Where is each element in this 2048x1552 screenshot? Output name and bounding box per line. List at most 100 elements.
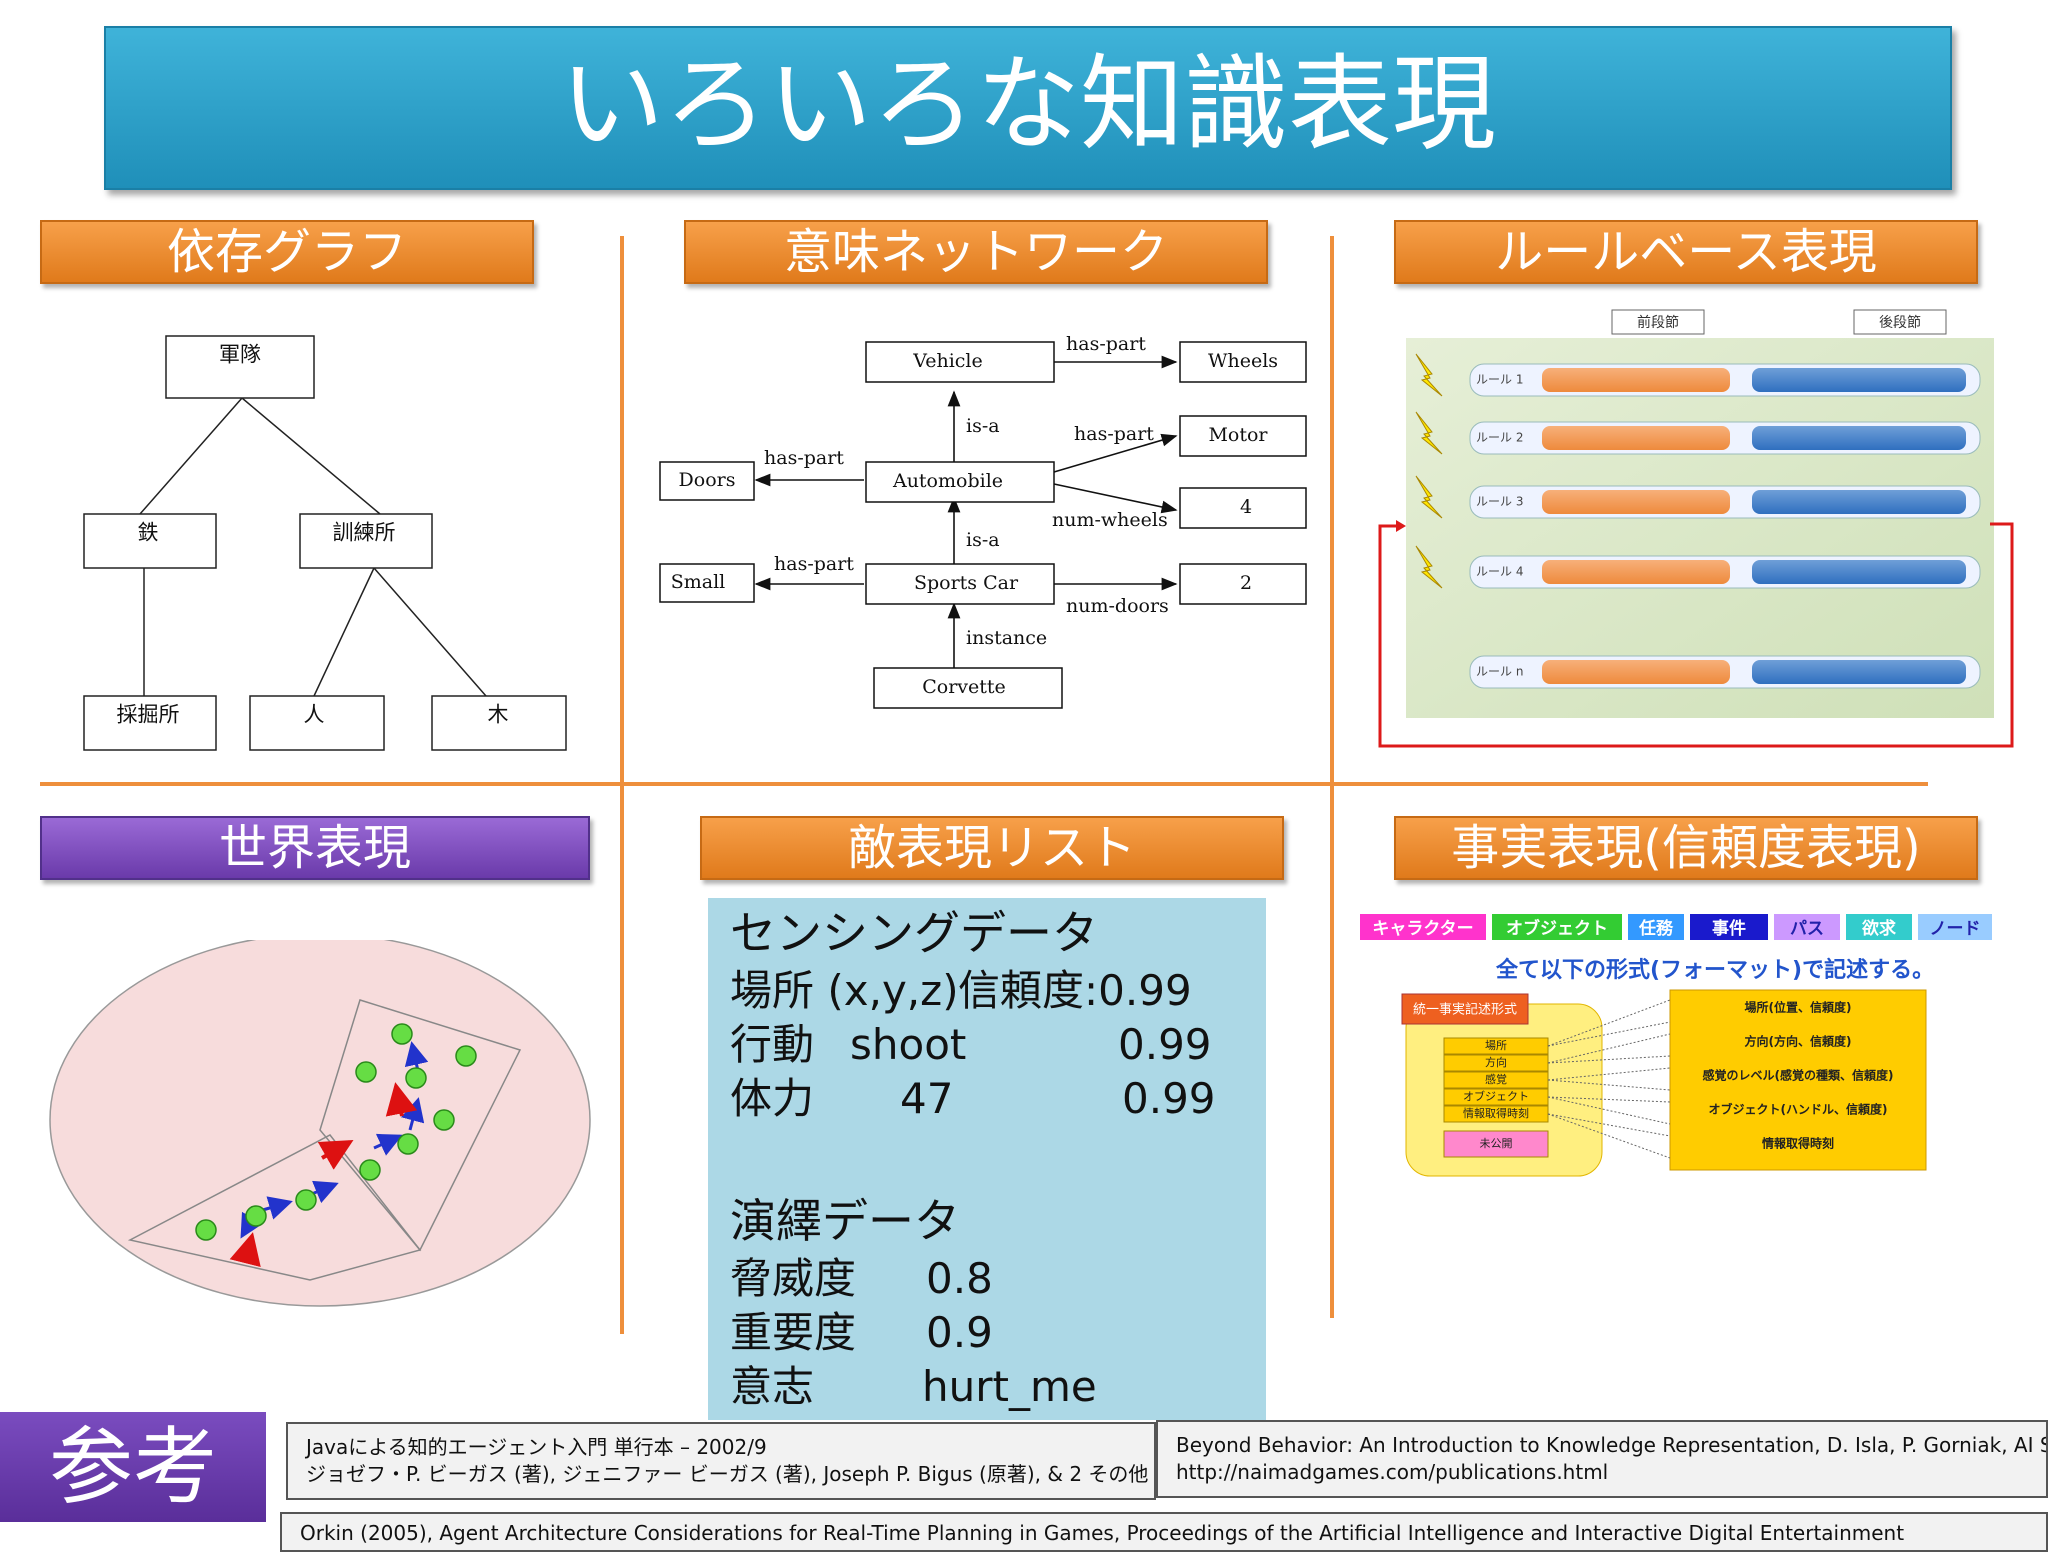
label-root: 軍隊	[219, 343, 261, 367]
fact-tab: 任務	[1626, 912, 1686, 942]
label-two: 2	[1240, 572, 1252, 594]
node-doors	[659, 461, 755, 501]
loop-arrow	[1378, 522, 2014, 748]
row-location-label: 場所 (x,y,z)	[730, 966, 959, 1015]
reference-1-line1: Javaによる知的エージェント入門 単行本 – 2002/9	[306, 1435, 767, 1459]
edge-has-part-3: has-part	[764, 447, 844, 469]
header-consequent	[1853, 309, 1947, 335]
format-detail: 情報取得時刻	[1762, 1136, 1834, 1151]
format-title-box	[1401, 993, 1529, 1025]
edge-num-doors: num-doors	[1066, 595, 1169, 617]
format-detail: オブジェクト(ハンドル、信頼度)	[1709, 1102, 1888, 1117]
format-field-label: オブジェクト	[1463, 1089, 1529, 1103]
row-action-value: shoot	[850, 1020, 967, 1069]
fact-tab: オブジェクト	[1490, 912, 1624, 942]
rule-consequent	[1752, 660, 1966, 684]
format-detail: 場所(位置、信頼度)	[1745, 1000, 1852, 1015]
rule-consequent	[1752, 490, 1966, 514]
page-title: いろいろな知識表現	[559, 43, 1496, 165]
fact-diagram: キャラクターオブジェクト任務事件パス欲求ノード 全て以下の形式(フォーマット)で…	[1358, 906, 2048, 1206]
rule-antecedent	[1542, 490, 1730, 514]
label-small: Small	[671, 571, 726, 593]
node-automobile	[865, 461, 1055, 503]
node-mid-left	[83, 513, 217, 569]
world-diagram	[49, 940, 591, 1307]
rule-consequent	[1752, 560, 1966, 584]
rule-antecedent	[1542, 660, 1730, 684]
row-action-label: 行動	[730, 1020, 815, 1069]
rule-label: ルール 1	[1476, 373, 1523, 387]
section-semantic-network: 意味ネットワーク	[684, 220, 1268, 284]
header-antecedent-label: 前段節	[1637, 314, 1679, 331]
fact-tab: パス	[1772, 912, 1842, 942]
reference-label: 参考	[0, 1412, 266, 1522]
node-motor	[1179, 415, 1307, 457]
row-intent-label: 意志	[730, 1362, 815, 1411]
node-wheels	[1179, 341, 1307, 383]
label-leaf-1: 採掘所	[117, 703, 180, 727]
format-field-label: 場所	[1485, 1039, 1507, 1052]
format-detail: 方向(方向、信頼度)	[1745, 1034, 1852, 1049]
lightning-icon	[1415, 545, 1443, 589]
label-four: 4	[1240, 496, 1252, 518]
edge-has-part-2: has-part	[1074, 423, 1154, 445]
section-dependency-graph: 依存グラフ	[40, 220, 534, 284]
rule-label: ルール n	[1476, 665, 1523, 679]
semantic-network: Vehicle Wheels Motor Doors Automobile 4 …	[659, 333, 1307, 709]
row-threat-value: 0.8	[926, 1254, 993, 1303]
format-field-label: 感覚	[1485, 1073, 1507, 1086]
label-corvette: Corvette	[922, 676, 1006, 698]
rule-consequent	[1752, 426, 1966, 450]
row-threat-label: 脅威度	[730, 1254, 857, 1303]
format-field-label: 未公開	[1480, 1137, 1513, 1150]
reference-1-line2: ジョゼフ・P. ビーガス (著), ジェニファー ビーガス (著), Josep…	[306, 1462, 1149, 1486]
node-mid-right	[299, 513, 433, 569]
section-enemy-list: 敵表現リスト	[700, 816, 1284, 880]
node-leaf-2	[249, 695, 385, 751]
lightning-icon	[1415, 475, 1443, 519]
node-two	[1179, 563, 1307, 605]
reference-2-line2: http://naimadgames.com/publications.html	[1176, 1460, 1609, 1484]
node-leaf-3	[431, 695, 567, 751]
label-vehicle: Vehicle	[912, 350, 983, 372]
fact-tab: ノード	[1916, 912, 1994, 942]
reference-1: Javaによる知的エージェント入門 単行本 – 2002/9 ジョゼフ・P. ビ…	[286, 1422, 1156, 1500]
lightning-icon	[1415, 353, 1443, 397]
world-ellipse	[49, 940, 591, 1307]
row-intent-value: hurt_me	[922, 1362, 1097, 1411]
edge-has-part-1: has-part	[1066, 333, 1146, 355]
node-vehicle	[865, 341, 1055, 383]
label-mid-left: 鉄	[138, 521, 159, 545]
node-root	[165, 335, 315, 399]
section-rule-based: ルールベース表現	[1394, 220, 1978, 284]
reference-3: Orkin (2005), Agent Architecture Conside…	[280, 1512, 2048, 1552]
label-mid-right: 訓練所	[333, 521, 396, 545]
enemy-list-panel: センシングデータ 場所 (x,y,z) 信頼度:0.99 行動 shoot 0.…	[708, 898, 1266, 1420]
rule-antecedent	[1542, 426, 1730, 450]
lightning-icon	[1415, 411, 1443, 455]
rule-antecedent	[1542, 368, 1730, 392]
format-field-label: 情報取得時刻	[1463, 1106, 1529, 1120]
edge-is-a-2: is-a	[966, 529, 1000, 551]
format-field	[1443, 1130, 1549, 1158]
label-wheels: Wheels	[1208, 350, 1278, 372]
rule-label: ルール 2	[1476, 431, 1523, 445]
label-motor: Motor	[1208, 424, 1268, 446]
row-importance-value: 0.9	[926, 1308, 993, 1357]
edge-is-a-1: is-a	[966, 415, 1000, 437]
label-doors: Doors	[679, 469, 736, 491]
section-world: 世界表現	[40, 816, 590, 880]
label-leaf-3: 木	[488, 703, 509, 727]
row-health-conf: 0.99	[1122, 1074, 1216, 1123]
edge-num-wheels: num-wheels	[1052, 509, 1168, 531]
label-automobile: Automobile	[892, 470, 1003, 492]
divider-horizontal	[40, 782, 1928, 786]
divider-vertical-right	[1330, 236, 1334, 1318]
node-corvette	[873, 667, 1063, 709]
node-sports-car	[865, 563, 1055, 605]
deduction-title: 演繹データ	[730, 1194, 960, 1248]
label-sports-car: Sports Car	[914, 572, 1019, 594]
row-importance-label: 重要度	[730, 1308, 857, 1357]
